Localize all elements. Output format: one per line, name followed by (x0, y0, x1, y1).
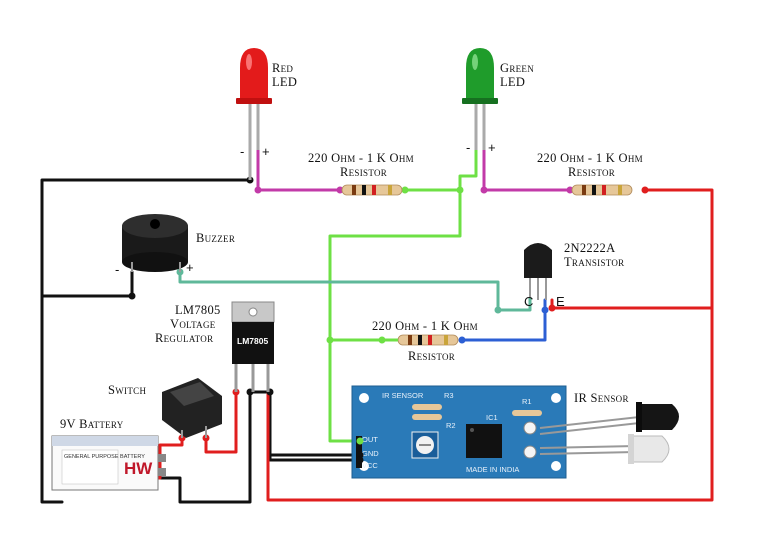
red-led-label-1: Red (272, 61, 293, 75)
transistor-label-2: Transistor (564, 255, 624, 269)
green-led: Green LED - + (462, 48, 534, 155)
ir-board-title: IR SENSOR (382, 391, 424, 400)
wire-buzzer-collector (178, 270, 532, 312)
wire-signal-out (328, 148, 478, 443)
green-led-label-1: Green (500, 61, 534, 75)
transistor-pin-e: E (556, 294, 565, 309)
ir-sensor-label: IR Sensor (574, 391, 629, 405)
ir-sensor-module: IR SENSOR R3 R1 R2 IC1 OUT GND VCC MADE … (351, 385, 567, 479)
transistor: 2N2222A Transistor C E (524, 241, 624, 309)
red-led-label-2: LED (272, 75, 297, 89)
transistor-label-1: 2N2222A (564, 241, 615, 255)
ir-silk-r1: R1 (522, 397, 532, 406)
ir-silk-r2: R2 (446, 421, 456, 430)
ir-silk-ic1: IC1 (486, 413, 498, 422)
ir-silk-r3: R3 (444, 391, 454, 400)
ir-silk-gnd: GND (362, 449, 379, 458)
transistor-pin-c: C (524, 294, 533, 309)
regulator-label-3: Regulator (155, 331, 213, 345)
resistor-middle: 220 Ohm - 1 K Ohm Resistor (372, 319, 478, 363)
wire-ground-regulator (251, 390, 362, 462)
red-led-minus: - (240, 144, 244, 159)
regulator-label-2: Voltage (170, 317, 216, 331)
resistor-top-left-label-2: Resistor (340, 165, 387, 179)
buzzer: Buzzer - + (115, 214, 235, 277)
resistor-middle-label-1: 220 Ohm - 1 K Ohm (372, 319, 478, 333)
resistor-top-left: 220 Ohm - 1 K Ohm Resistor (308, 151, 414, 196)
regulator-label-1: LM7805 (175, 303, 221, 317)
resistor-middle-label-2: Resistor (408, 349, 455, 363)
ir-silk-made: MADE IN INDIA (466, 465, 519, 474)
resistor-top-right-label-1: 220 Ohm - 1 K Ohm (537, 151, 643, 165)
regulator-chip-text: LM7805 (237, 336, 268, 346)
ir-diodes: IR Sensor (539, 391, 679, 464)
buzzer-minus: - (115, 262, 119, 277)
resistor-top-right: 220 Ohm - 1 K Ohm Resistor (537, 151, 643, 196)
switch[interactable]: Switch (108, 378, 222, 438)
resistor-top-right-label-2: Resistor (568, 165, 615, 179)
battery: GENERAL PURPOSE BATTERY HW 9V Battery (51, 417, 166, 491)
sensor-pin-dots (356, 437, 364, 464)
red-led: Red LED - + (236, 48, 297, 180)
battery-label: 9V Battery (60, 417, 124, 431)
green-led-label-2: LED (500, 75, 525, 89)
green-led-minus: - (466, 140, 470, 155)
red-led-plus: + (262, 144, 270, 159)
battery-brand: HW (124, 459, 153, 478)
resistor-top-left-label-1: 220 Ohm - 1 K Ohm (308, 151, 414, 165)
voltage-regulator: LM7805 LM7805 Voltage Regulator (155, 301, 275, 392)
wire-power-switch (204, 390, 238, 454)
wire-power-emitter (550, 298, 714, 310)
ir-silk-vcc: VCC (362, 461, 378, 470)
wire-power-regulator-out (266, 188, 714, 502)
buzzer-plus: + (186, 260, 194, 275)
wire-ground-battery (156, 390, 252, 504)
ir-silk-out: OUT (362, 435, 378, 444)
switch-label: Switch (108, 383, 146, 397)
green-led-plus: + (488, 140, 496, 155)
buzzer-label: Buzzer (196, 231, 235, 245)
battery-small-text: GENERAL PURPOSE BATTERY (64, 454, 145, 460)
wire-ground-left (40, 294, 64, 504)
